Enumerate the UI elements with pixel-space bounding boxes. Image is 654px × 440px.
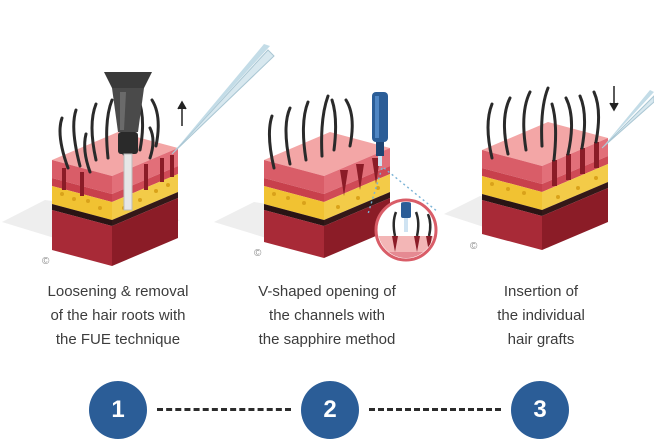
caption-line: Insertion of [503, 283, 579, 300]
step-number: 3 [533, 396, 547, 423]
caption-line: of the hair roots with [50, 307, 186, 324]
sapphire-blade-icon [372, 92, 388, 166]
arrow-down-icon [609, 86, 619, 112]
hair-strands-icon [267, 94, 354, 170]
caption-line: the individual [497, 307, 585, 324]
caption-line: the channels with [269, 307, 385, 324]
step-2-badge: 2 [301, 381, 359, 439]
skin-block-icon [52, 132, 178, 266]
copyright-mark: © [254, 248, 262, 259]
copyright-mark: © [470, 241, 478, 252]
tweezers-icon [601, 90, 654, 149]
caption-step-1: Loosening & removal of the hair roots wi… [18, 280, 218, 352]
tweezers-icon [171, 44, 275, 155]
skin-block-icon [482, 122, 608, 250]
punch-tool-icon [104, 72, 152, 211]
scene-step-3-insertion [430, 0, 654, 275]
scene-step-2-channels [212, 0, 442, 275]
hair-strands-icon [486, 86, 601, 162]
skin-block-icon [264, 132, 390, 258]
copyright-mark: © [42, 256, 50, 267]
caption-line: V-shaped opening of [258, 283, 396, 300]
caption-line: Loosening & removal [47, 283, 189, 300]
step-1-badge: 1 [89, 381, 147, 439]
caption-line: hair grafts [507, 331, 575, 348]
scene-step-1-extraction [0, 0, 275, 275]
step-number: 1 [111, 396, 125, 423]
caption-step-2: V-shaped opening of the channels with th… [227, 280, 427, 352]
step-connector [157, 408, 291, 411]
caption-line: the sapphire method [258, 331, 396, 348]
caption-step-3: Insertion of the individual hair grafts [441, 280, 641, 352]
step-number: 2 [323, 396, 337, 423]
arrow-up-icon [177, 100, 187, 126]
magnified-channel-icon [374, 198, 438, 262]
step-3-badge: 3 [511, 381, 569, 439]
caption-line: the FUE technique [55, 331, 181, 348]
step-connector [369, 408, 501, 411]
